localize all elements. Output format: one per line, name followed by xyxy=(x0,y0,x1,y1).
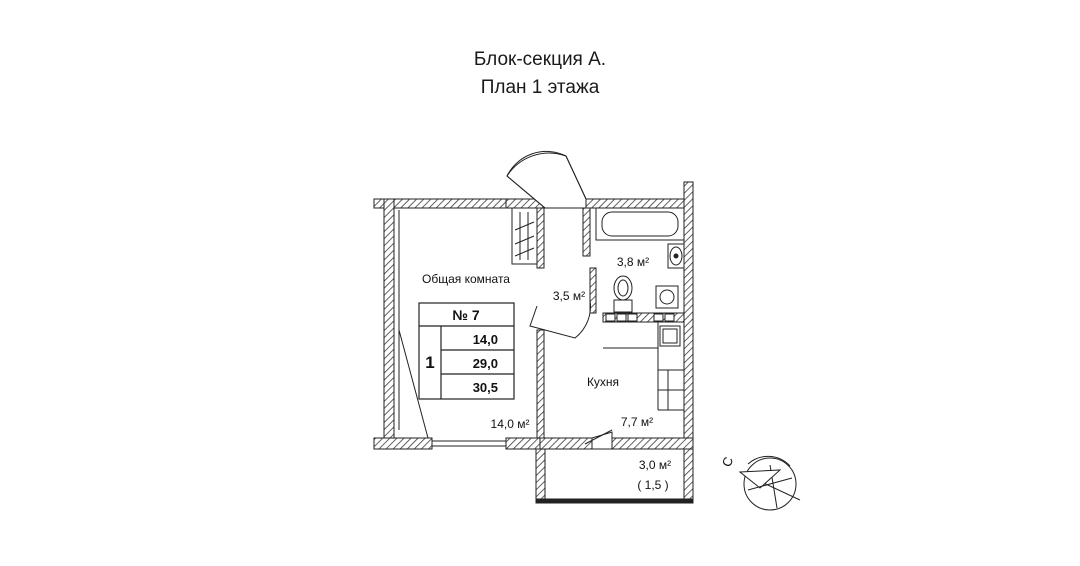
wall-bottom-mid xyxy=(505,437,541,450)
table-total-with-balcony: 30,5 xyxy=(473,380,498,395)
wardrobe xyxy=(511,207,538,265)
wall-partition-lower xyxy=(536,329,545,439)
hall-area: 3,5 м² xyxy=(553,289,585,303)
plan-title: Блок-секция А. xyxy=(473,49,607,70)
sink xyxy=(667,243,685,269)
wall-bottom-left xyxy=(373,437,433,450)
kitchen-label: Кухня xyxy=(587,375,619,389)
table-living-area: 14,0 xyxy=(473,332,498,347)
wall-bath-left-upper xyxy=(582,207,591,257)
kitchen-balcony-door xyxy=(584,429,613,449)
washing-machine xyxy=(655,285,679,309)
living-window xyxy=(393,210,429,439)
north-arrow-icon xyxy=(738,455,801,511)
bathroom-area: 3,8 м² xyxy=(617,255,649,269)
entrance-door xyxy=(505,150,587,209)
wall-top-bath xyxy=(585,198,685,209)
wall-bath-bottom xyxy=(602,312,685,323)
rooms-count: 1 xyxy=(425,353,434,372)
plan-subtitle: План 1 этажа xyxy=(480,77,600,98)
wall-partition-upper xyxy=(536,207,545,269)
wall-left xyxy=(383,198,395,449)
apartment-table xyxy=(418,302,515,400)
wall-bricks xyxy=(605,313,675,322)
compass-north-label: С xyxy=(719,455,736,469)
bathtub xyxy=(595,207,685,241)
table-total-area: 29,0 xyxy=(473,356,498,371)
wall-right xyxy=(683,181,694,449)
balcony xyxy=(535,448,694,504)
kitchen-area: 7,7 м² xyxy=(621,415,653,429)
wall-bath-left-lower xyxy=(589,267,597,314)
living-room-label: Общая комната xyxy=(422,272,510,286)
apartment-number: № 7 xyxy=(452,307,479,323)
wall-bottom-kitchen xyxy=(539,437,593,450)
hall-door xyxy=(529,299,591,339)
balcony-reduced-area: ( 1,5 ) xyxy=(637,478,668,492)
living-room-area: 14,0 м² xyxy=(491,417,530,431)
wall-bottom-right xyxy=(611,437,694,450)
toilet xyxy=(613,275,633,313)
balcony-area: 3,0 м² xyxy=(639,458,671,472)
walls xyxy=(373,181,694,450)
kitchen-counter xyxy=(603,322,684,411)
bottom-window xyxy=(432,440,506,447)
